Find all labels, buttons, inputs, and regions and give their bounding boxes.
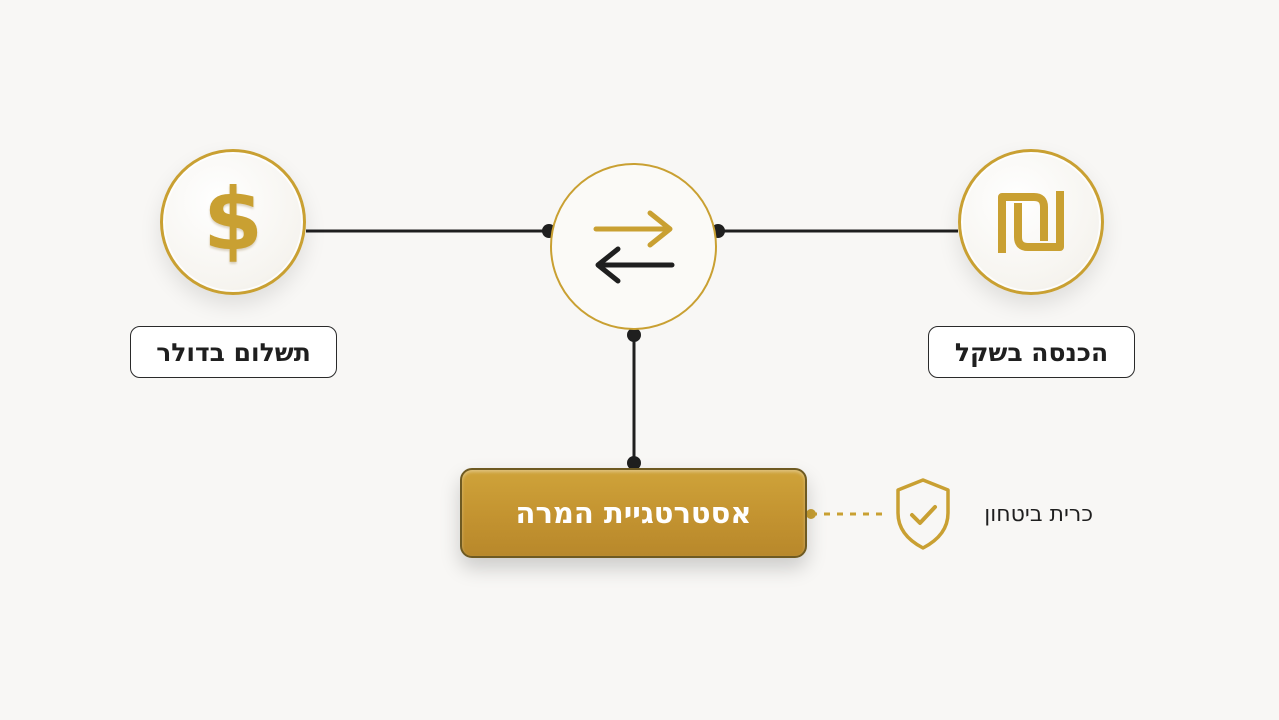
shekel-node: [958, 149, 1104, 295]
dollar-node: $: [160, 149, 306, 295]
shield-check-icon: [896, 478, 950, 550]
shekel-income-label: הכנסה בשקל: [928, 326, 1135, 378]
safety-cushion-label: כרית ביטחון: [984, 502, 1093, 527]
junction-dot-cushion: [806, 509, 816, 519]
junction-dot-bottom: [627, 328, 641, 342]
conversion-strategy-label: אסטרטגיית המרה: [515, 496, 752, 530]
conversion-strategy-box: אסטרטגיית המרה: [460, 468, 807, 558]
exchange-node: [550, 163, 717, 330]
junction-dot-strategy: [627, 456, 641, 470]
dollar-payment-label: תשלום בדולר: [130, 326, 337, 378]
dollar-icon: $: [203, 170, 263, 270]
exchange-arrows-icon: [593, 210, 674, 283]
shekel-icon: [998, 191, 1064, 253]
